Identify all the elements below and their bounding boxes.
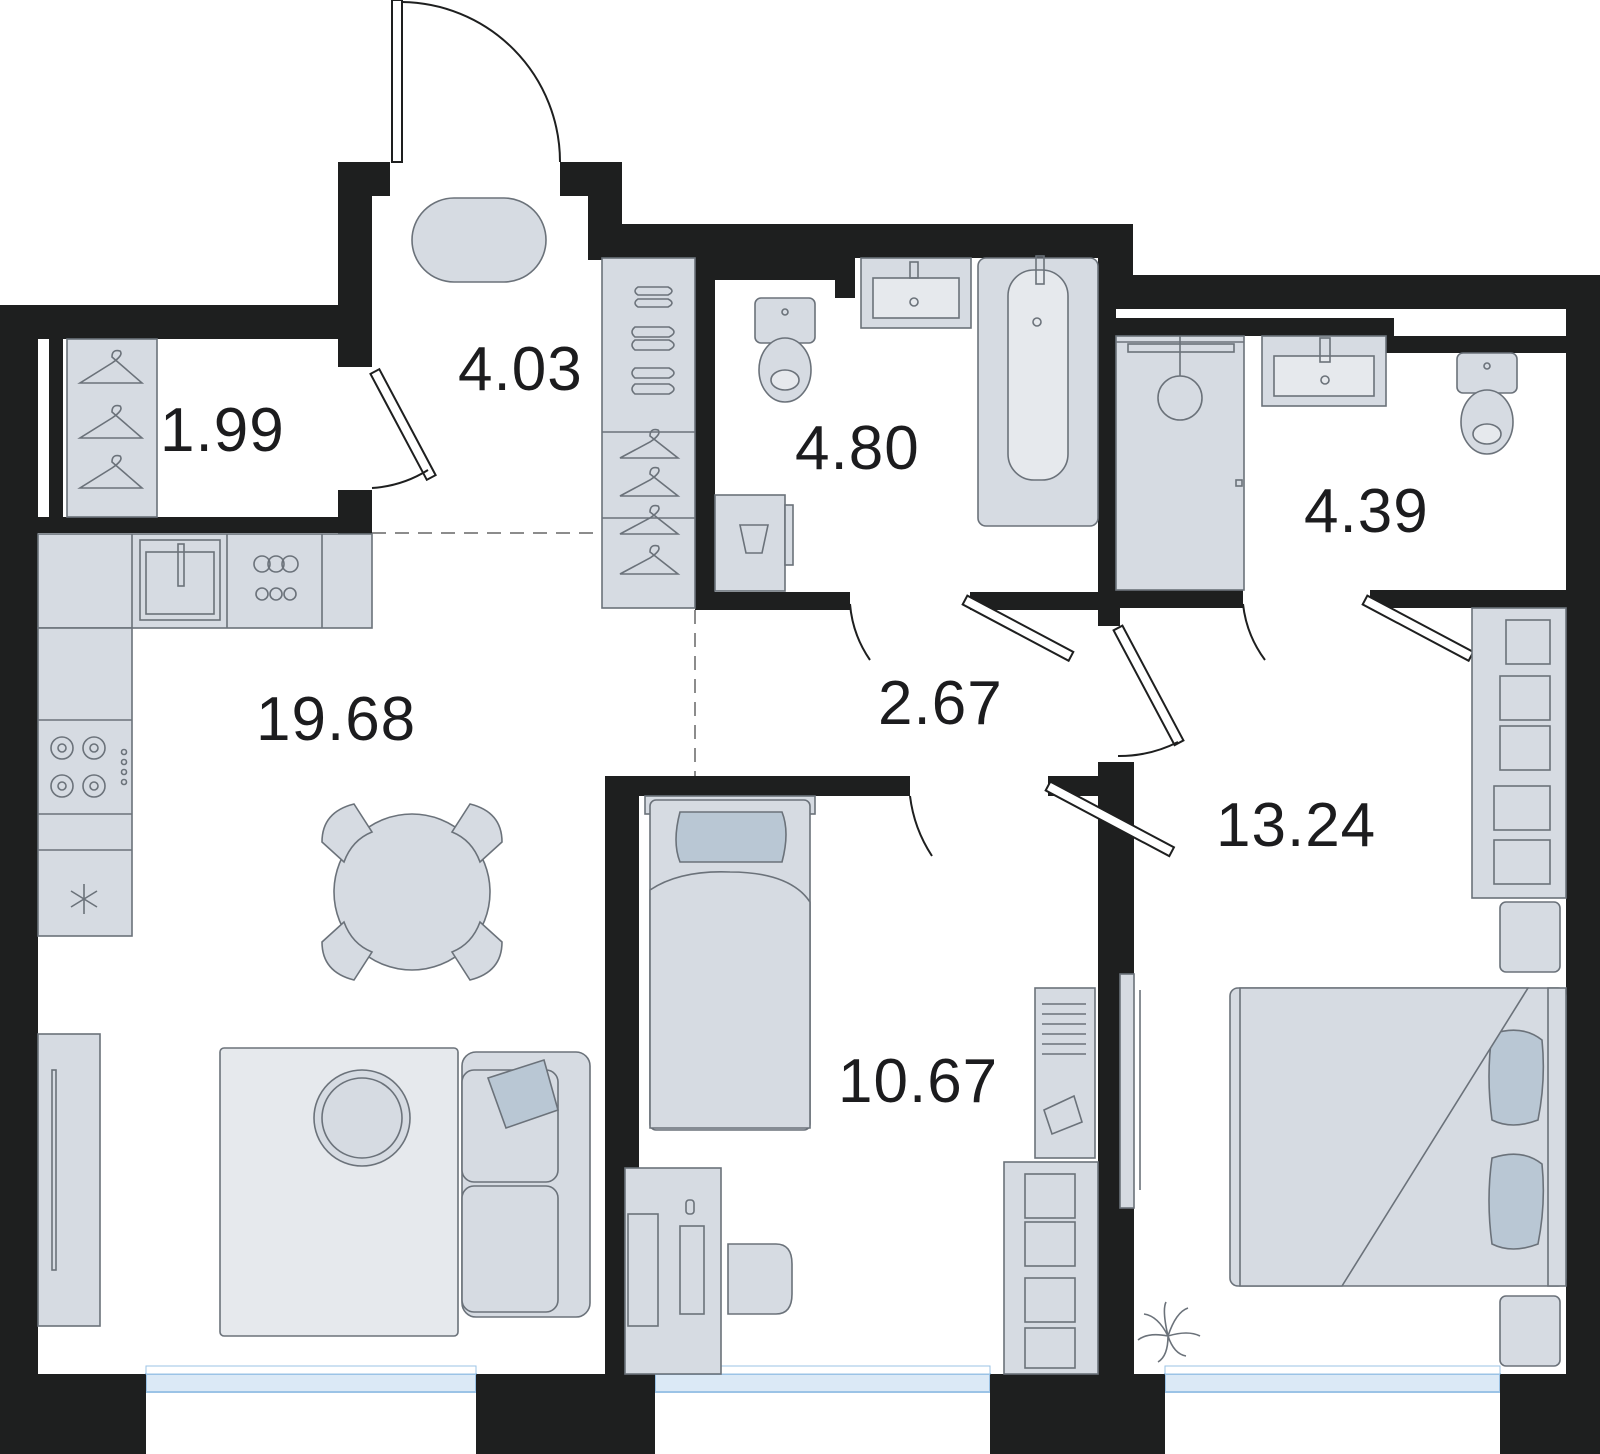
wall-bottom-4 (1500, 1374, 1600, 1454)
single-bed (644, 795, 816, 1131)
faucet-icon (909, 261, 919, 279)
wall-bath-bottom-right (970, 592, 1100, 610)
dining-table (333, 813, 491, 971)
coffee-table (313, 1069, 411, 1167)
hallway-furniture (411, 197, 696, 609)
wardrobe (601, 257, 696, 609)
toilet (754, 297, 816, 403)
wall-shower-top-right (1376, 336, 1566, 353)
shelf (1034, 987, 1096, 1159)
area-kitchen-living: 19.68 (256, 685, 416, 754)
area-storage: 1.99 (160, 396, 285, 465)
toilet (1456, 352, 1518, 455)
wall-storage-bottom (38, 517, 372, 533)
wall-shower-bottom-right (1370, 590, 1566, 608)
wall-shower-bottom-left (1098, 590, 1243, 608)
wall-top-left (0, 305, 370, 339)
wardrobe-small (1003, 1161, 1099, 1375)
nightstand-bottom (1499, 1295, 1561, 1367)
tv-panel (1119, 973, 1141, 1209)
wall-small-bedroom-top (605, 776, 910, 796)
area-small-bedroom: 10.67 (838, 1047, 998, 1116)
desk (624, 1167, 793, 1375)
wall-bath-top-box (695, 258, 855, 280)
windows (145, 1373, 1501, 1393)
shoes-icon (631, 286, 675, 395)
wall-hall-left (338, 162, 372, 367)
wall-wardrobe-right (695, 258, 715, 608)
dining-set (321, 803, 503, 981)
area-hallway: 4.03 (458, 335, 583, 404)
master-bedroom-furniture (1119, 607, 1567, 1367)
wall-bath-shower-divider (1098, 290, 1116, 610)
wall-bottom-2 (476, 1374, 655, 1454)
window-small-bedroom (654, 1373, 991, 1393)
small-bedroom-door[interactable] (909, 780, 1176, 858)
shower-room-furniture (1115, 335, 1518, 591)
area-master-bedroom: 13.24 (1216, 791, 1376, 860)
sofa (461, 1051, 591, 1318)
window-sill-1 (145, 1365, 477, 1375)
wall-bottom-1 (0, 1374, 146, 1454)
wall-top-middle-right (1098, 224, 1133, 284)
wall-right (1566, 275, 1600, 1454)
plant-icon (1137, 1301, 1201, 1363)
entrance-rug (411, 197, 547, 283)
snowflake-icon (70, 884, 98, 914)
entrance-door[interactable] (391, 0, 561, 163)
kitchen-furniture (37, 533, 373, 937)
area-bathroom: 4.80 (795, 414, 920, 483)
wall-bath-top-box-inner (835, 258, 855, 298)
bathroom-door[interactable] (849, 594, 1075, 663)
shower-door[interactable] (1242, 594, 1475, 663)
faucet-icon (177, 543, 185, 587)
kitchen-counter-top (37, 533, 373, 629)
nightstand-top (1499, 901, 1561, 973)
area-corridor: 2.67 (878, 669, 1003, 738)
small-bedroom-furniture (624, 795, 1099, 1375)
kitchen-counter-left (37, 627, 133, 937)
hanger-icon (77, 349, 145, 489)
wardrobe-master (1471, 607, 1567, 899)
window-sill-3 (1164, 1365, 1501, 1375)
double-bed (1229, 987, 1567, 1287)
wall-top-right (1098, 275, 1600, 309)
window-master-bedroom (1164, 1373, 1501, 1393)
wall-shower-top (1116, 318, 1394, 336)
bathroom-furniture (714, 255, 1099, 592)
window-living (145, 1373, 477, 1393)
storage-furniture (66, 338, 158, 518)
doors (369, 0, 1475, 858)
hanger-icon (619, 428, 681, 575)
wall-top-middle (588, 224, 1133, 258)
tv-stand (37, 1033, 101, 1327)
washing-machine (714, 494, 794, 592)
storage-door[interactable] (369, 367, 437, 489)
area-shower-room: 4.39 (1304, 477, 1429, 546)
wall-corridor-right-top (1098, 590, 1120, 626)
wall-storage-left (49, 339, 63, 517)
wall-bottom-3 (990, 1374, 1165, 1454)
master-bedroom-door[interactable] (1112, 624, 1185, 758)
area-labels: 1.99 4.03 4.80 4.39 2.67 19.68 10.67 13.… (160, 335, 1429, 1116)
wall-bath-bottom-left (695, 592, 850, 610)
wall-left (0, 305, 38, 1454)
walls (0, 162, 1600, 1454)
living-furniture (37, 1033, 591, 1337)
wall-hall-left-top (338, 162, 390, 196)
